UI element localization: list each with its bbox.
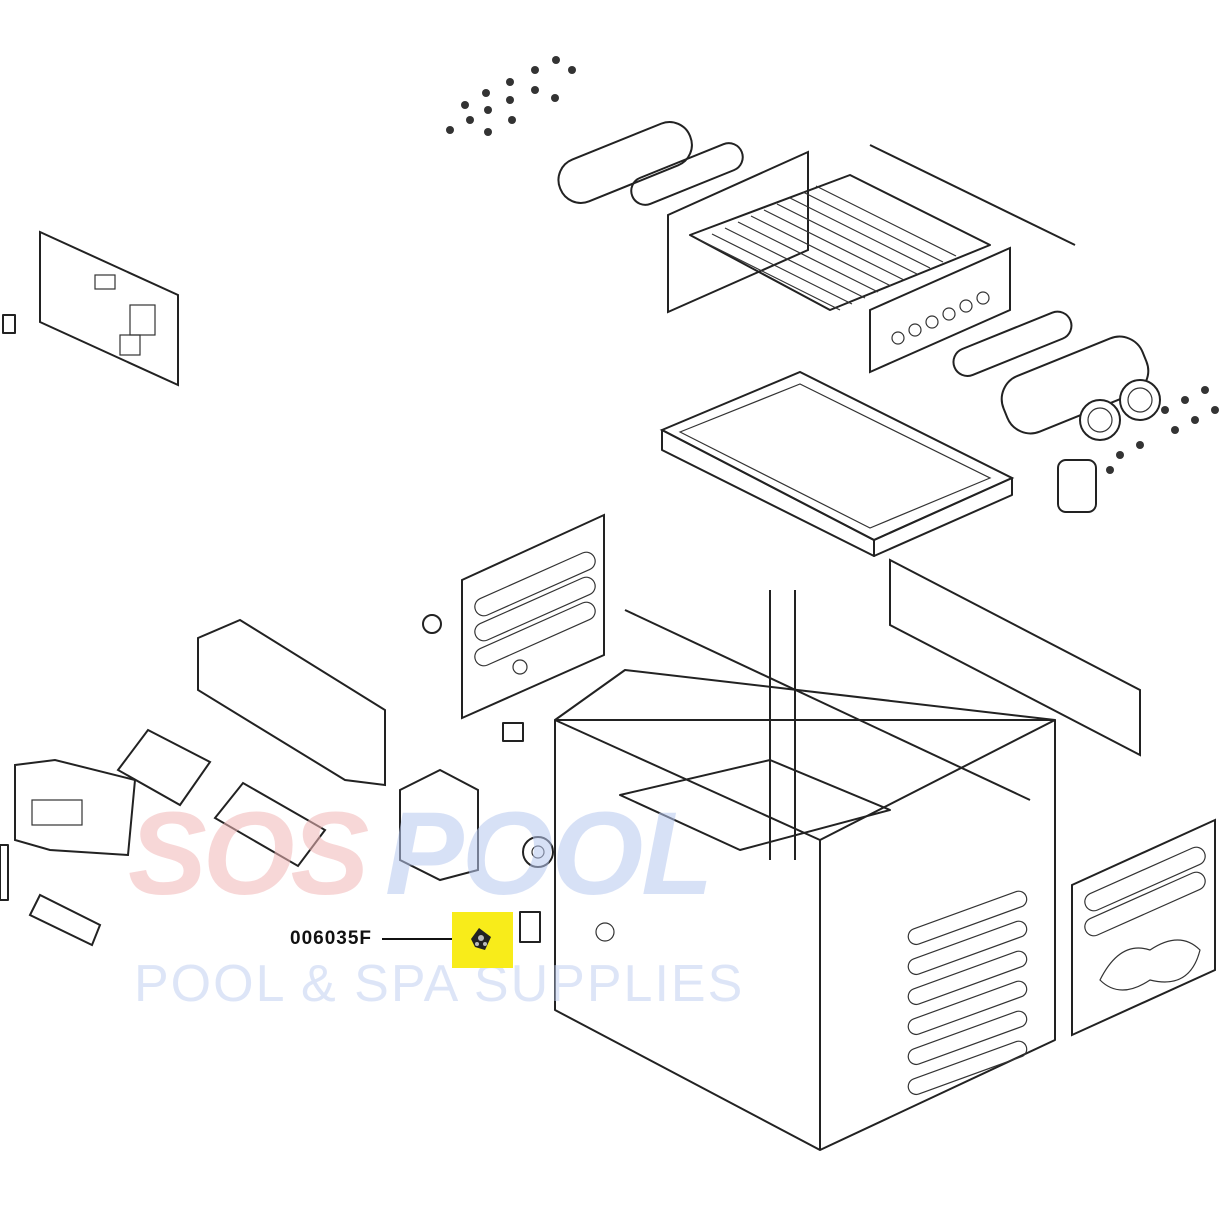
- side-panel-left: [422, 513, 605, 720]
- bolt-set-top: [446, 56, 576, 136]
- header-rear: [557, 121, 744, 206]
- control-board: [2, 230, 179, 387]
- callout-leader-line: [382, 938, 452, 940]
- control-housing: [0, 618, 554, 947]
- header-front: [952, 310, 1219, 513]
- burner-tray: [659, 370, 1015, 557]
- side-panel-right: [1071, 818, 1216, 1037]
- heat-exchanger: [667, 144, 1076, 374]
- heater-cabinet: [554, 558, 1141, 1151]
- part-number-label[interactable]: 006035F: [290, 928, 373, 949]
- part-006035f-icon[interactable]: [467, 925, 495, 953]
